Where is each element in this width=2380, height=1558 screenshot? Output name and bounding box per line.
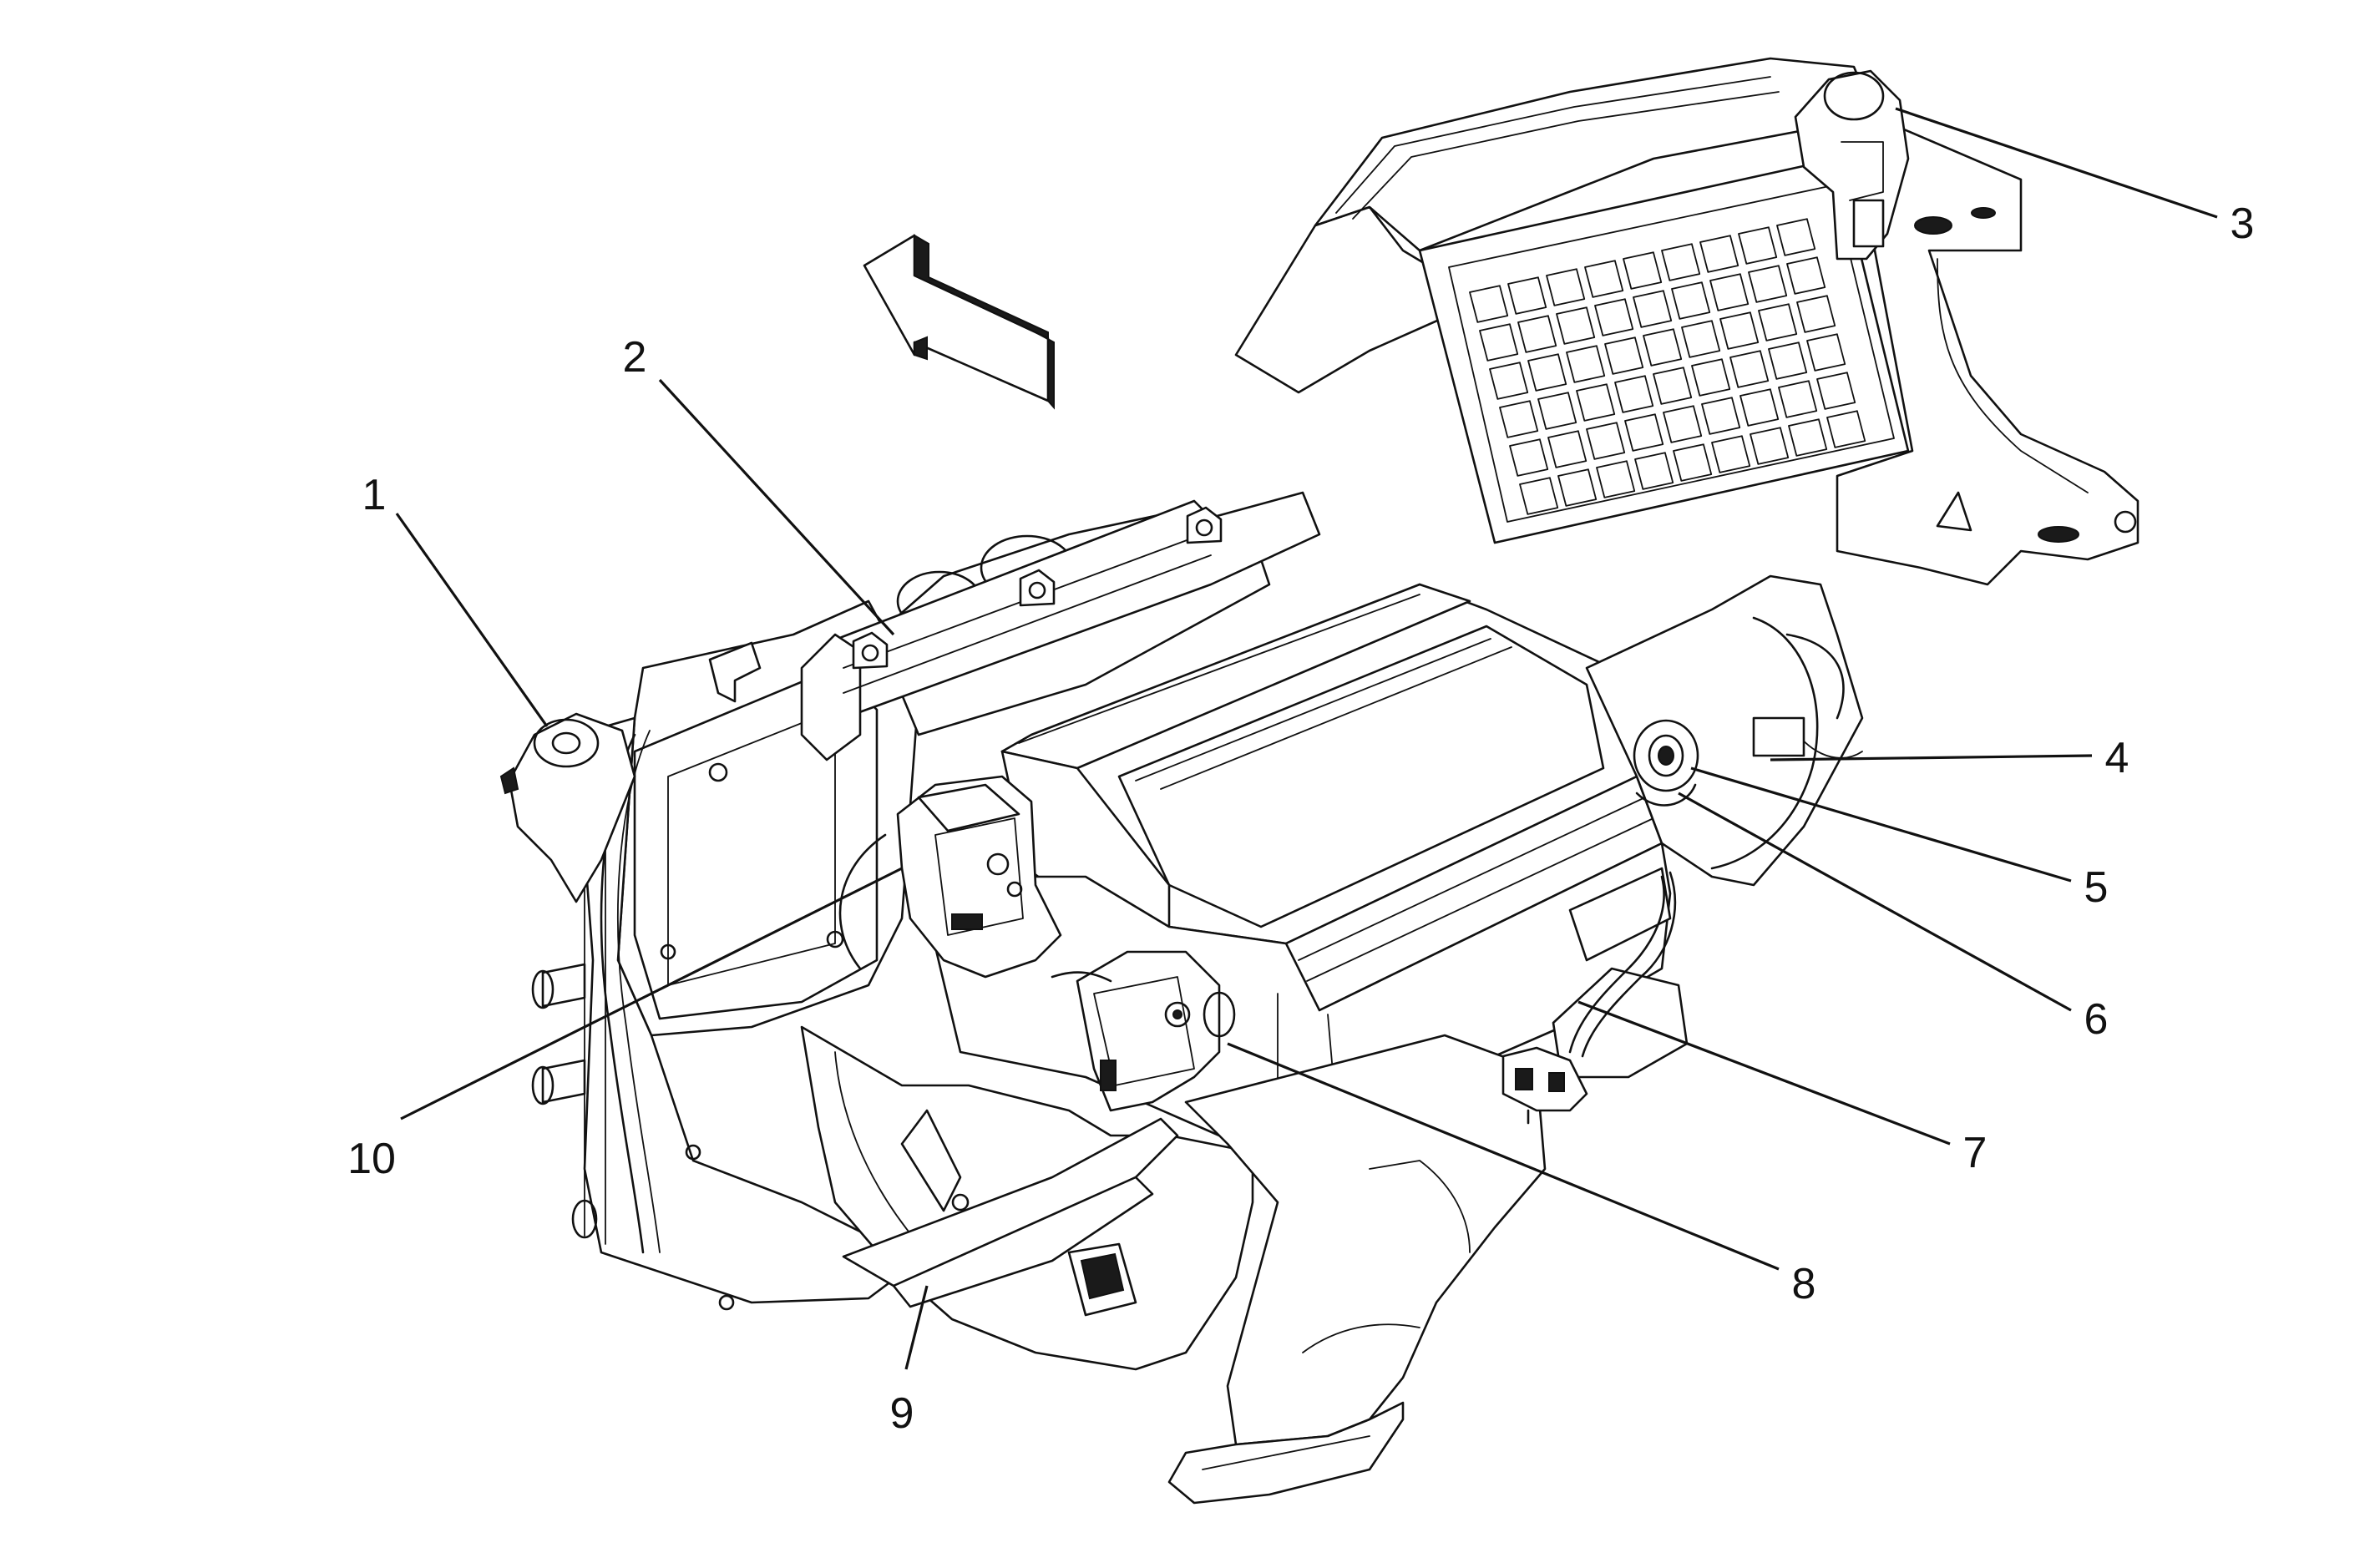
filter-grid-cell — [1527, 353, 1567, 392]
blower-motor-housing — [1585, 574, 1864, 887]
evaporator-case — [1000, 583, 1663, 1020]
filter-grid-cell — [1719, 311, 1760, 350]
pipe-clip — [1019, 569, 1056, 607]
mode-door-actuator — [1051, 950, 1236, 1112]
filter-grid-cell — [1623, 251, 1663, 290]
lower-mounting-bracket — [842, 1109, 1179, 1308]
filter-grid-cell — [1681, 320, 1721, 358]
filter-grid-cell — [1634, 452, 1674, 490]
callout-leader-lines — [395, 107, 2218, 1370]
leader-line-9 — [904, 1285, 929, 1370]
filter-grid-cell — [1604, 336, 1644, 375]
leader-line-6 — [1678, 792, 2072, 1012]
filter-grid-cell — [1594, 298, 1634, 336]
filter-grid-cell — [1624, 413, 1664, 452]
air-inlet-actuator — [826, 775, 1062, 979]
leader-line-3 — [1895, 107, 2218, 219]
filter-grid-cell — [1509, 438, 1549, 477]
leader-line-4 — [1770, 754, 2093, 761]
filter-grid-cell — [1547, 430, 1588, 468]
wiring-harness — [1501, 871, 1677, 1125]
filter-grid-cell — [1738, 226, 1778, 265]
callout-3: 3 — [2231, 200, 2255, 248]
filter-grid-cell — [1489, 362, 1529, 400]
leader-line-7 — [1577, 1000, 1951, 1146]
filter-grid-cell — [1556, 306, 1596, 345]
filter-grid-cell — [1469, 285, 1509, 323]
leader-line-2 — [658, 378, 895, 636]
filter-grid-cell — [1576, 383, 1616, 422]
callout-7: 7 — [1963, 1129, 1988, 1177]
callout-labels: 1 2 3 4 5 6 7 8 9 10 — [347, 200, 2254, 1438]
filter-grid-cell — [1788, 418, 1828, 457]
filter-grid-cell — [1663, 405, 1703, 443]
filter-grid-cell — [1519, 477, 1559, 515]
filter-grid-cell — [1546, 268, 1586, 306]
callout-1: 1 — [362, 471, 387, 519]
left-temperature-actuator — [499, 712, 636, 903]
callout-4: 4 — [2105, 734, 2129, 782]
pipe-clip — [852, 631, 889, 670]
filter-grid-cell — [1778, 380, 1818, 418]
cabin-air-filter-grid — [1469, 218, 1866, 515]
filter-grid-cell — [1584, 260, 1624, 298]
filter-grid-cell — [1517, 315, 1557, 353]
filter-grid-cell — [1758, 303, 1798, 341]
filter-grid-cell — [1661, 243, 1701, 281]
filter-grid-cell — [1699, 235, 1739, 273]
filter-grid-cell — [1499, 400, 1539, 438]
filter-grid-cell — [1786, 256, 1826, 295]
filter-grid-cell — [1748, 265, 1788, 303]
filter-grid-cell — [1806, 333, 1846, 372]
callout-5: 5 — [2084, 863, 2109, 912]
blower-motor-connector — [1633, 719, 1699, 807]
callout-6: 6 — [2084, 995, 2109, 1044]
filter-grid-cell — [1691, 358, 1731, 397]
filter-grid-cell — [1709, 273, 1750, 311]
pipe-clip — [1186, 506, 1223, 544]
filter-grid-cell — [1711, 435, 1751, 473]
upper-mode-actuator — [1794, 69, 1910, 261]
filter-grid-cell — [1673, 443, 1713, 482]
filter-grid-cell — [1701, 397, 1741, 435]
filter-grid-cell — [1768, 341, 1808, 380]
upper-right-mounting-bracket — [1836, 115, 2139, 586]
callout-10: 10 — [347, 1135, 396, 1183]
filter-grid-cell — [1729, 350, 1770, 388]
forward-direction-arrow-icon — [863, 234, 1055, 410]
filter-grid-cell — [1566, 345, 1606, 383]
evaporator-inlet-pipe-cover — [708, 491, 1321, 761]
filter-grid-cell — [1596, 460, 1636, 498]
filter-grid-cell — [1653, 367, 1693, 405]
callout-2: 2 — [623, 333, 647, 382]
filter-grid-cell — [1750, 427, 1790, 465]
pipe-clip-bolt — [1195, 518, 1213, 537]
filter-grid-cell — [1826, 410, 1866, 448]
filter-grid-cell — [1816, 372, 1856, 410]
filter-grid-cell — [1557, 468, 1598, 507]
filter-grid-cell — [1776, 218, 1816, 256]
filter-grid-cell — [1796, 295, 1836, 333]
filter-grid-cell — [1643, 328, 1683, 367]
filter-grid-cell — [1739, 388, 1780, 427]
filter-grid-cell — [1671, 281, 1711, 320]
pipe-clip-bolt — [861, 644, 879, 662]
filter-grid-cell — [1537, 392, 1577, 430]
filter-grid-cell — [1633, 290, 1673, 328]
filter-grid-cell — [1586, 422, 1626, 460]
leader-line-10 — [400, 867, 903, 1120]
filter-grid-cell — [1479, 323, 1519, 362]
leader-line-8 — [1227, 1042, 1780, 1271]
filter-grid-cell — [1507, 276, 1547, 315]
callout-9: 9 — [890, 1389, 914, 1438]
filter-grid-cell — [1614, 375, 1654, 413]
pipe-clip-bolt — [1028, 581, 1046, 599]
leader-line-5 — [1690, 766, 2072, 883]
leader-line-1 — [395, 513, 549, 727]
callout-8: 8 — [1792, 1260, 1816, 1308]
